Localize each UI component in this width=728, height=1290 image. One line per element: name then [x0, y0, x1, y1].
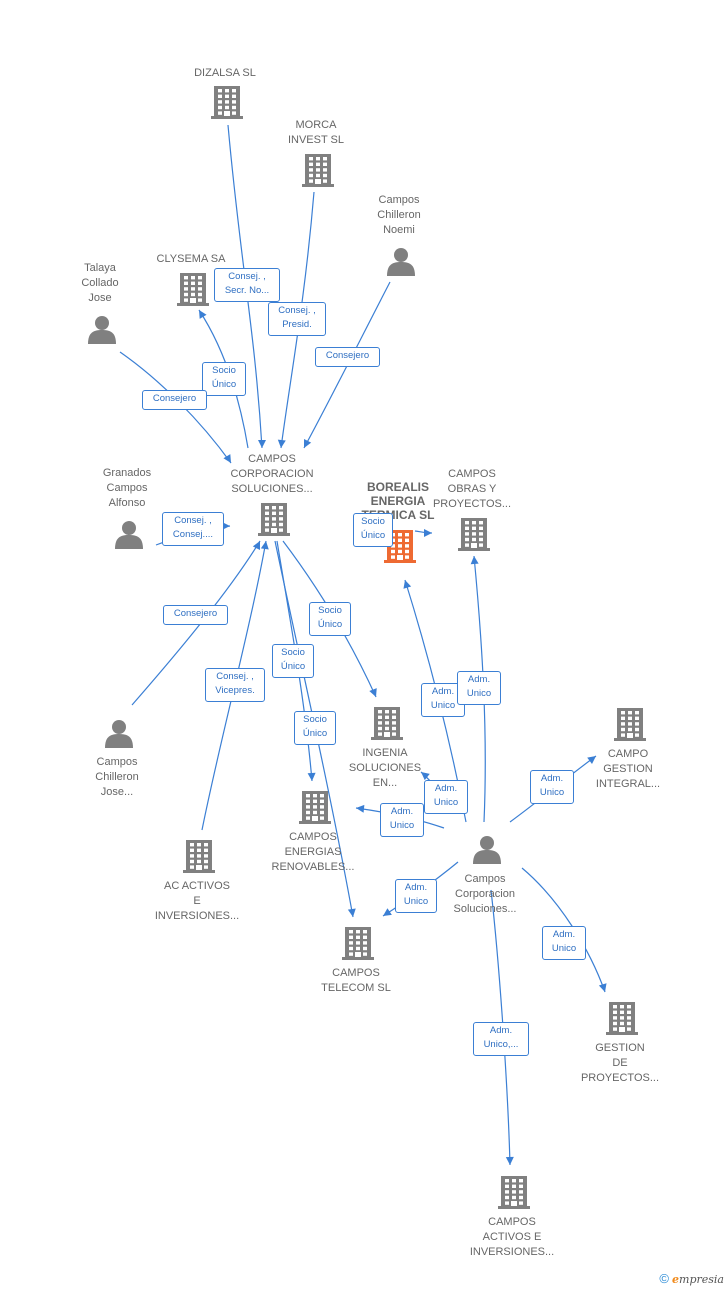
- edge-role-label: Socio Único: [353, 513, 393, 547]
- node-label-clysema[interactable]: CLYSEMA SA: [156, 253, 226, 265]
- edge-arrowhead: [347, 908, 356, 917]
- node-label-dizalsa[interactable]: DIZALSA SL: [194, 67, 256, 79]
- edge-arrowhead: [260, 541, 269, 550]
- node-label-activos[interactable]: CAMPOS ACTIVOS E INVERSIONES...: [469, 1216, 555, 1258]
- company-building-icon: [498, 1176, 530, 1209]
- edge-arrowhead: [307, 772, 316, 781]
- node-label-ingenia[interactable]: INGENIA SOLUCIONES EN...: [348, 747, 422, 789]
- edge-role-label: Socio Único: [272, 644, 314, 678]
- company-building-icon: [258, 503, 290, 536]
- edge-arrowhead: [587, 756, 596, 764]
- person-icon: [88, 316, 116, 344]
- person-icon: [105, 720, 133, 748]
- edge-role-label: Adm. Unico: [395, 879, 437, 913]
- node-label-telecom[interactable]: CAMPOS TELECOM SL: [321, 967, 391, 994]
- edge-role-label: Consej. , Consej....: [162, 512, 224, 546]
- edge-arrowhead: [505, 1156, 514, 1165]
- edge-arrowhead: [199, 310, 207, 319]
- node-label-obras[interactable]: CAMPOS OBRAS Y PROYECTOS...: [432, 468, 512, 510]
- node-label-granados[interactable]: Granados Campos Alfonso: [102, 467, 152, 509]
- node-label-morca[interactable]: MORCA INVEST SL: [287, 119, 345, 146]
- edge-role-label: Adm. Unico: [530, 770, 574, 804]
- node-label-gestproy[interactable]: GESTION DE PROYECTOS...: [580, 1042, 660, 1084]
- edge-role-label: Consej. , Secr. No...: [214, 268, 280, 302]
- edge-role-label: Adm. Unico,...: [473, 1022, 529, 1056]
- person-icon: [115, 521, 143, 549]
- edge-arrowhead: [598, 983, 607, 992]
- company-building-icon: [302, 154, 334, 187]
- company-building-icon: [183, 840, 215, 873]
- person-icon: [387, 248, 415, 276]
- edge-role-label: Consej. , Vicepres.: [205, 668, 265, 702]
- node-label-chjose[interactable]: Campos Chilleron Jose...: [95, 756, 139, 798]
- company-building-icon: [299, 791, 331, 824]
- company-building-icon: [211, 86, 243, 119]
- edge-arrowhead: [421, 772, 430, 781]
- node-label-corp[interactable]: CAMPOS CORPORACION SOLUCIONES...: [230, 453, 314, 495]
- edge-arrowhead: [252, 541, 260, 550]
- edge-arrowhead: [383, 908, 392, 916]
- node-label-noemi[interactable]: Campos Chilleron Noemi: [377, 194, 421, 236]
- edge-arrowhead: [424, 529, 432, 537]
- node-label-acactivos[interactable]: AC ACTIVOS E INVERSIONES...: [154, 880, 240, 922]
- node-label-talaya[interactable]: Talaya Collado Jose: [81, 262, 119, 304]
- edge-role-label: Socio Único: [294, 711, 336, 745]
- edge-arrowhead: [222, 522, 230, 530]
- company-building-icon: [177, 273, 209, 306]
- edge-role-label: Consejero: [315, 347, 380, 367]
- node-label-gestint[interactable]: CAMPO GESTION INTEGRAL...: [595, 748, 661, 790]
- edge-arrowhead: [470, 556, 479, 565]
- company-building-icon: [371, 707, 403, 740]
- edge-role-label: Adm. Unico: [424, 780, 468, 814]
- brand-logo: empresia: [672, 1273, 724, 1286]
- edge-arrowhead: [403, 580, 412, 589]
- edge-role-label: Adm. Unico: [380, 803, 424, 837]
- edge-arrowhead: [369, 688, 377, 697]
- edge-role-label: Consejero: [142, 390, 207, 410]
- company-building-icon: [606, 1002, 638, 1035]
- edge-arrowhead: [304, 439, 312, 448]
- node-label-ccsol[interactable]: Campos Corporacion Soluciones...: [453, 873, 517, 915]
- company-building-icon: [458, 518, 490, 551]
- edge-role-label: Consejero: [163, 605, 228, 625]
- copyright-icon: ©: [659, 1271, 669, 1286]
- company-building-icon: [342, 927, 374, 960]
- person-icon: [473, 836, 501, 864]
- edge-arrowhead: [258, 440, 266, 448]
- edge-role-label: Adm. Unico: [457, 671, 501, 705]
- company-building-icon: [614, 708, 646, 741]
- edge-arrowhead: [277, 439, 286, 448]
- edge-role-label: Socio Único: [309, 602, 351, 636]
- edge-role-label: Adm. Unico: [542, 926, 586, 960]
- edge-line: [303, 281, 391, 449]
- edge-role-label: Socio Único: [202, 362, 246, 396]
- node-label-energias[interactable]: CAMPOS ENERGIAS RENOVABLES...: [271, 831, 355, 873]
- edge-arrowhead: [223, 454, 231, 463]
- edge-role-label: Consej. , Presid.: [268, 302, 326, 336]
- empresia-watermark: © empresia: [659, 1271, 724, 1286]
- edge-arrowhead: [356, 804, 365, 813]
